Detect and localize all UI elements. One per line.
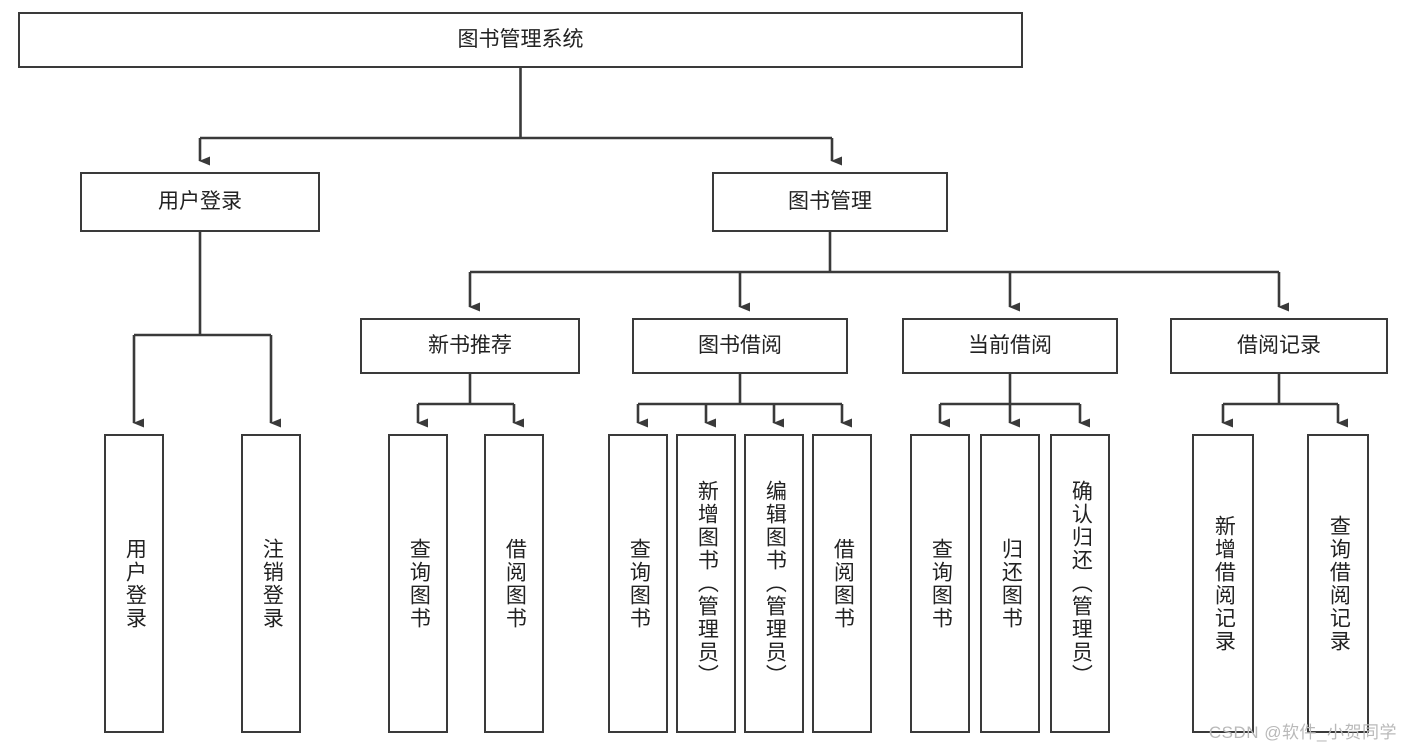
node-new-book-recommend-label: 新书推荐 (428, 333, 512, 357)
node-root[interactable]: 图书管理系统 (18, 12, 1023, 68)
node-current-borrow-label: 当前借阅 (968, 333, 1052, 357)
node-leaf-edit-book-label: 编辑图书（管理员） (763, 480, 787, 687)
node-leaf-edit-book[interactable]: 编辑图书（管理员） (744, 434, 804, 733)
node-book-manage-label: 图书管理 (788, 189, 872, 213)
node-leaf-query-book-3-label: 查询图书 (929, 537, 953, 630)
node-leaf-query-book-2[interactable]: 查询图书 (608, 434, 668, 733)
node-leaf-logout-label: 注销登录 (260, 537, 284, 630)
node-leaf-confirm-return[interactable]: 确认归还（管理员） (1050, 434, 1110, 733)
node-borrow-record[interactable]: 借阅记录 (1170, 318, 1388, 374)
node-leaf-return-book[interactable]: 归还图书 (980, 434, 1040, 733)
node-borrow-record-label: 借阅记录 (1237, 333, 1321, 357)
node-leaf-query-book-3[interactable]: 查询图书 (910, 434, 970, 733)
node-leaf-add-borrow-record-label: 新增借阅记录 (1212, 514, 1236, 653)
node-leaf-query-book-1-label: 查询图书 (407, 537, 431, 630)
node-leaf-borrow-book-2-label: 借阅图书 (831, 537, 855, 630)
node-book-borrow[interactable]: 图书借阅 (632, 318, 848, 374)
node-current-borrow[interactable]: 当前借阅 (902, 318, 1118, 374)
node-leaf-user-login-label: 用户登录 (123, 537, 147, 630)
node-leaf-user-login[interactable]: 用户登录 (104, 434, 164, 733)
node-book-manage[interactable]: 图书管理 (712, 172, 948, 232)
node-leaf-add-borrow-record[interactable]: 新增借阅记录 (1192, 434, 1254, 733)
node-leaf-query-borrow-record[interactable]: 查询借阅记录 (1307, 434, 1369, 733)
node-leaf-query-book-1[interactable]: 查询图书 (388, 434, 448, 733)
node-leaf-return-book-label: 归还图书 (999, 537, 1023, 630)
node-leaf-borrow-book-1-label: 借阅图书 (503, 537, 527, 630)
node-root-label: 图书管理系统 (457, 27, 584, 51)
node-leaf-add-book-label: 新增图书（管理员） (695, 480, 719, 687)
node-user-login[interactable]: 用户登录 (80, 172, 320, 232)
node-leaf-query-book-2-label: 查询图书 (627, 537, 651, 630)
node-leaf-confirm-return-label: 确认归还（管理员） (1069, 480, 1093, 687)
node-user-login-label: 用户登录 (158, 189, 242, 213)
csdn-watermark: CSDN @软件_小贺同学 (1208, 723, 1397, 742)
node-leaf-add-book[interactable]: 新增图书（管理员） (676, 434, 736, 733)
node-leaf-query-borrow-record-label: 查询借阅记录 (1327, 514, 1351, 653)
node-leaf-logout[interactable]: 注销登录 (241, 434, 301, 733)
node-book-borrow-label: 图书借阅 (698, 333, 782, 357)
node-leaf-borrow-book-1[interactable]: 借阅图书 (484, 434, 544, 733)
node-leaf-borrow-book-2[interactable]: 借阅图书 (812, 434, 872, 733)
node-new-book-recommend[interactable]: 新书推荐 (360, 318, 580, 374)
